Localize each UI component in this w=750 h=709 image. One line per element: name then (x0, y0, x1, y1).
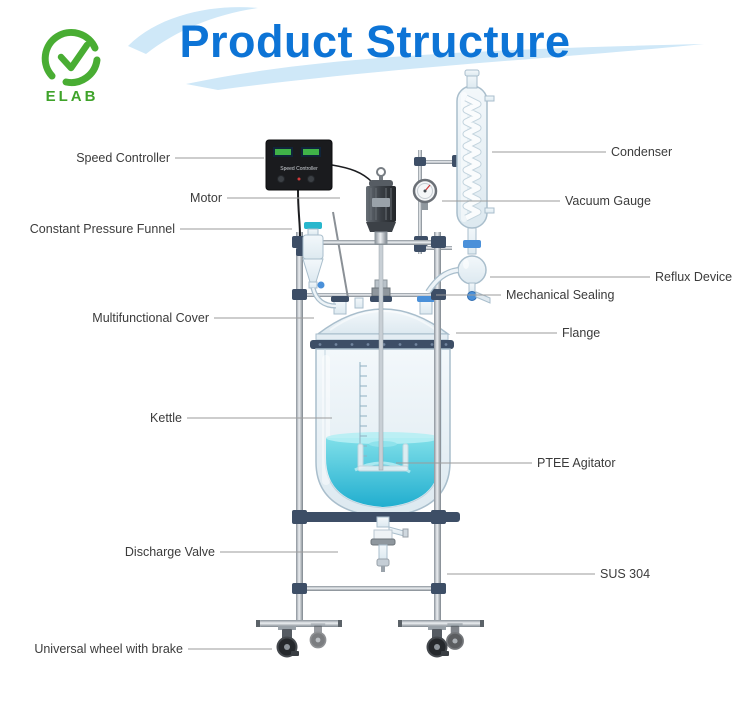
caster-wheel-back-right (446, 623, 464, 650)
logo-text: ELAB (46, 88, 99, 105)
label-condenser: Condenser (611, 145, 673, 159)
controller-box-text: Speed Controller (280, 166, 318, 172)
agitator-shaft (378, 243, 384, 471)
constant-pressure-funnel (296, 222, 337, 309)
logo-check-icon (57, 41, 91, 72)
label-multifunctional-cover: Multifunctional Cover (92, 311, 209, 325)
caster-wheel-front-left (276, 626, 299, 658)
reflux-device (425, 255, 491, 304)
caster-wheel-back-left (309, 623, 327, 649)
page-title: Product Structure (179, 16, 571, 67)
logo-leaf-ring-2 (62, 56, 101, 86)
label-universal-wheel: Universal wheel with brake (34, 642, 183, 656)
label-vacuum-gauge: Vacuum Gauge (565, 194, 651, 208)
label-motor: Motor (190, 191, 222, 205)
label-speed-controller: Speed Controller (76, 151, 170, 165)
motor (366, 167, 396, 245)
vacuum-gauge (412, 178, 438, 210)
label-reflux-device: Reflux Device (655, 270, 733, 284)
caster-wheel-front-right (426, 626, 449, 658)
label-sus-304: SUS 304 (600, 567, 651, 581)
elab-logo: ELAB (41, 29, 101, 105)
leader-lines (175, 151, 650, 650)
condenser (456, 69, 495, 255)
label-kettle: Kettle (150, 411, 182, 425)
probe-rod (332, 211, 349, 299)
mid-crossbar (300, 293, 437, 297)
discharge-valve (370, 516, 409, 572)
label-ptee-agitator: PTEE Agitator (537, 456, 616, 470)
label-constant-pressure-funnel: Constant Pressure Funnel (29, 222, 175, 236)
header-swoosh (128, 7, 704, 90)
speed-controller-box: Speed Controller (265, 139, 373, 237)
label-flange: Flange (562, 326, 601, 340)
logo-leaf-ring (41, 29, 99, 80)
reactor-illustration: Speed Controller (256, 69, 495, 658)
label-mechanical-sealing: Mechanical Sealing (506, 288, 615, 302)
label-discharge-valve: Discharge Valve (124, 545, 215, 559)
